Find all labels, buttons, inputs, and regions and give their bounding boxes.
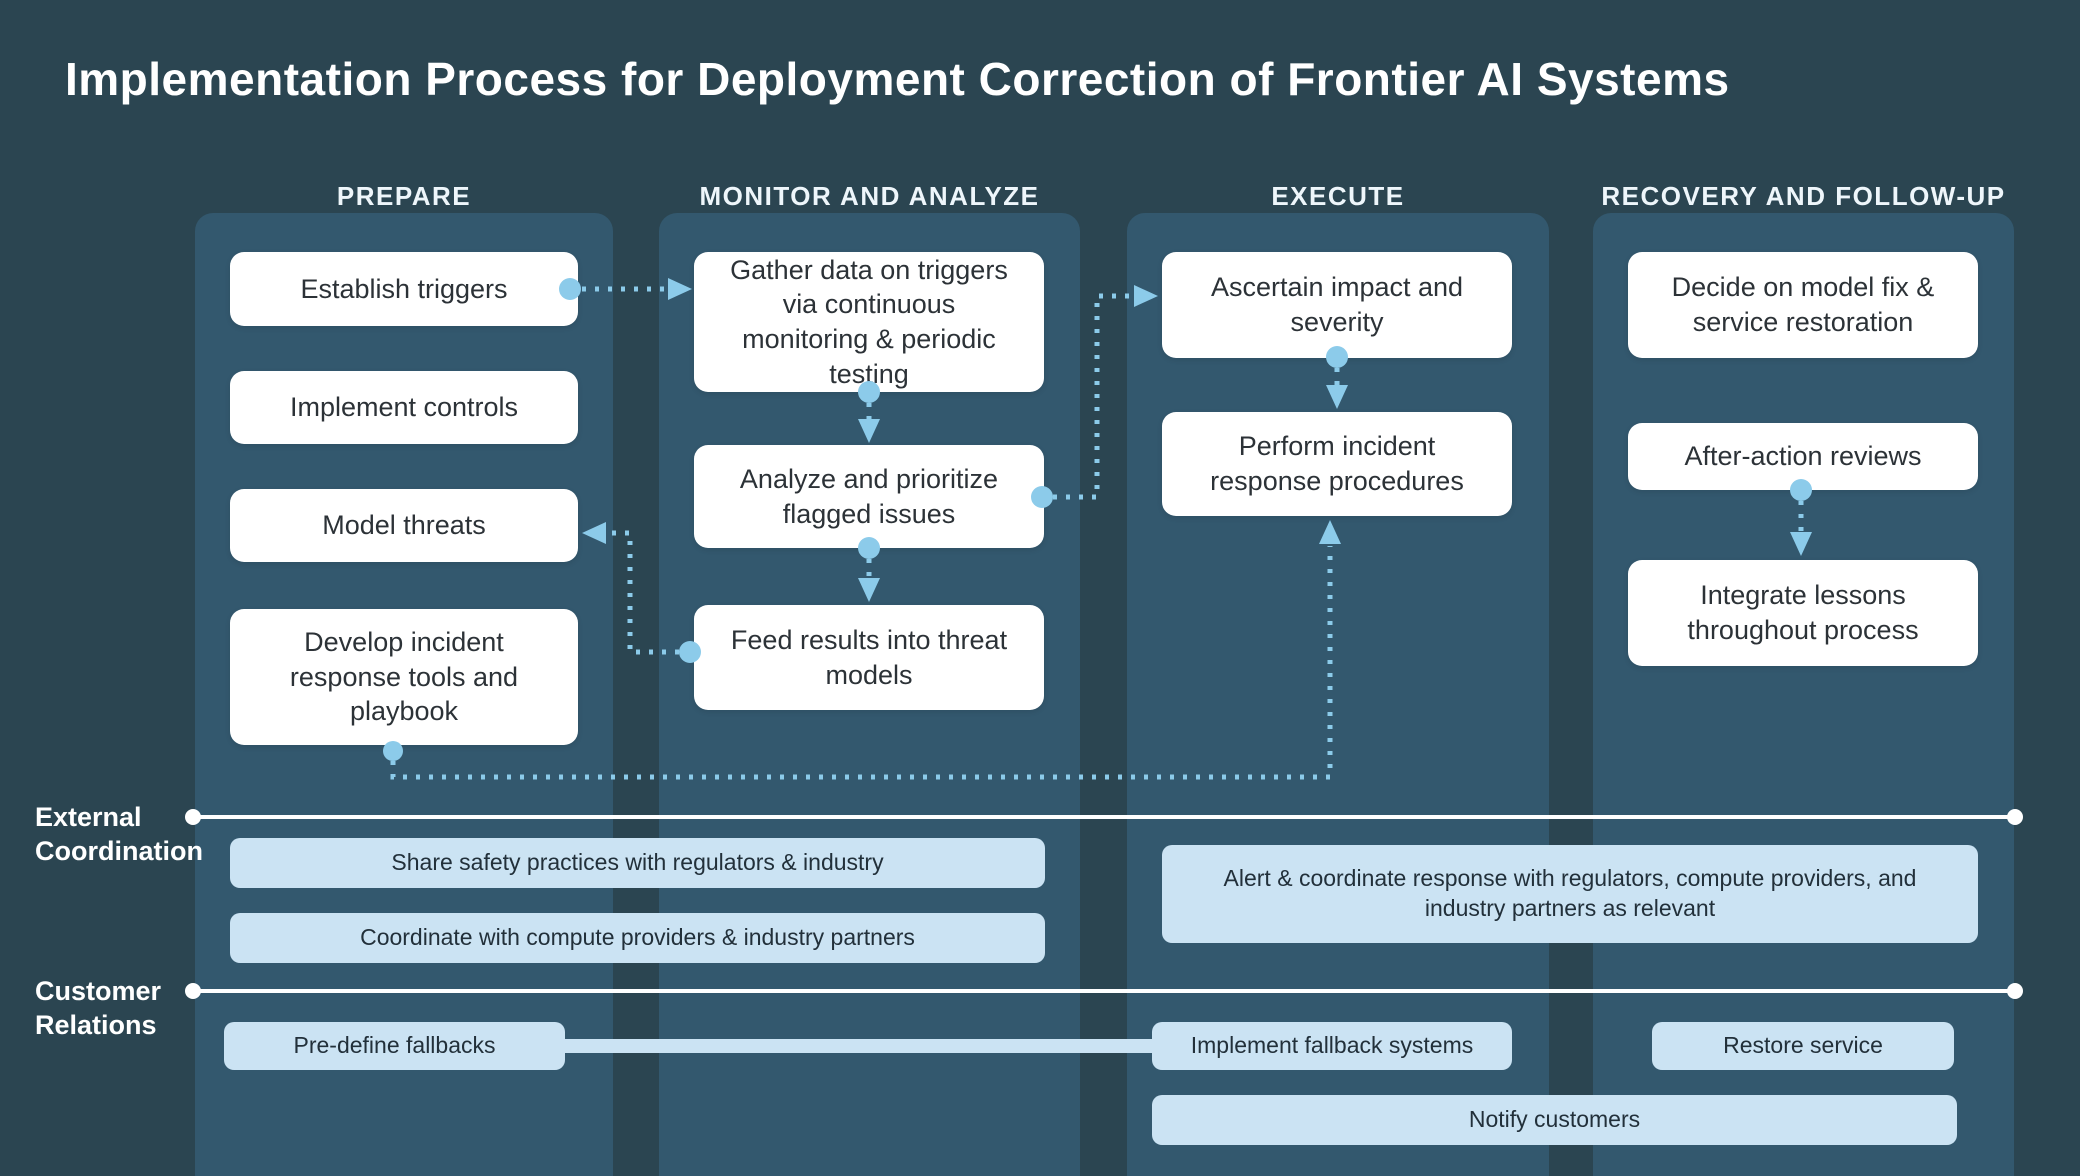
box-feed-results: Feed results into threat models — [694, 605, 1044, 710]
box-gather-data: Gather data on triggers via continuous m… — [694, 252, 1044, 392]
box-restore-service: Restore service — [1652, 1022, 1954, 1070]
box-decide-model-fix: Decide on model fix & service restoratio… — [1628, 252, 1978, 358]
column-header-prepare: PREPARE — [336, 181, 472, 211]
panel-recovery — [1593, 213, 2014, 1176]
box-implement-controls: Implement controls — [230, 371, 578, 444]
column-header-recovery: RECOVERY AND FOLLOW-UP — [1601, 181, 2006, 211]
box-notify-customers: Notify customers — [1152, 1095, 1957, 1145]
box-implement-fallback-systems: Implement fallback systems — [1152, 1022, 1512, 1070]
box-integrate-lessons: Integrate lessons throughout process — [1628, 560, 1978, 666]
box-pre-define-fallbacks: Pre-define fallbacks — [224, 1022, 565, 1070]
box-develop-incident-response: Develop incident response tools and play… — [230, 609, 578, 745]
box-after-action-reviews: After-action reviews — [1628, 423, 1978, 490]
customer-relations-label: Customer Relations — [35, 976, 162, 1040]
box-model-threats: Model threats — [230, 489, 578, 562]
column-header-execute: EXECUTE — [1271, 181, 1405, 211]
external-coordination-label: External Coordination — [35, 802, 203, 866]
column-header-monitor: MONITOR AND ANALYZE — [699, 181, 1040, 211]
page-title: Implementation Process for Deployment Co… — [65, 53, 1730, 105]
box-ascertain-impact: Ascertain impact and severity — [1162, 252, 1512, 358]
box-perform-incident-response: Perform incident response procedures — [1162, 412, 1512, 516]
box-alert-coordinate-response: Alert & coordinate response with regulat… — [1162, 845, 1978, 943]
box-share-safety-practices: Share safety practices with regulators &… — [230, 838, 1045, 888]
box-analyze-prioritize: Analyze and prioritize flagged issues — [694, 445, 1044, 548]
box-establish-triggers: Establish triggers — [230, 252, 578, 326]
box-coordinate-compute-providers: Coordinate with compute providers & indu… — [230, 913, 1045, 963]
fallback-connector-bar — [540, 1039, 1170, 1053]
